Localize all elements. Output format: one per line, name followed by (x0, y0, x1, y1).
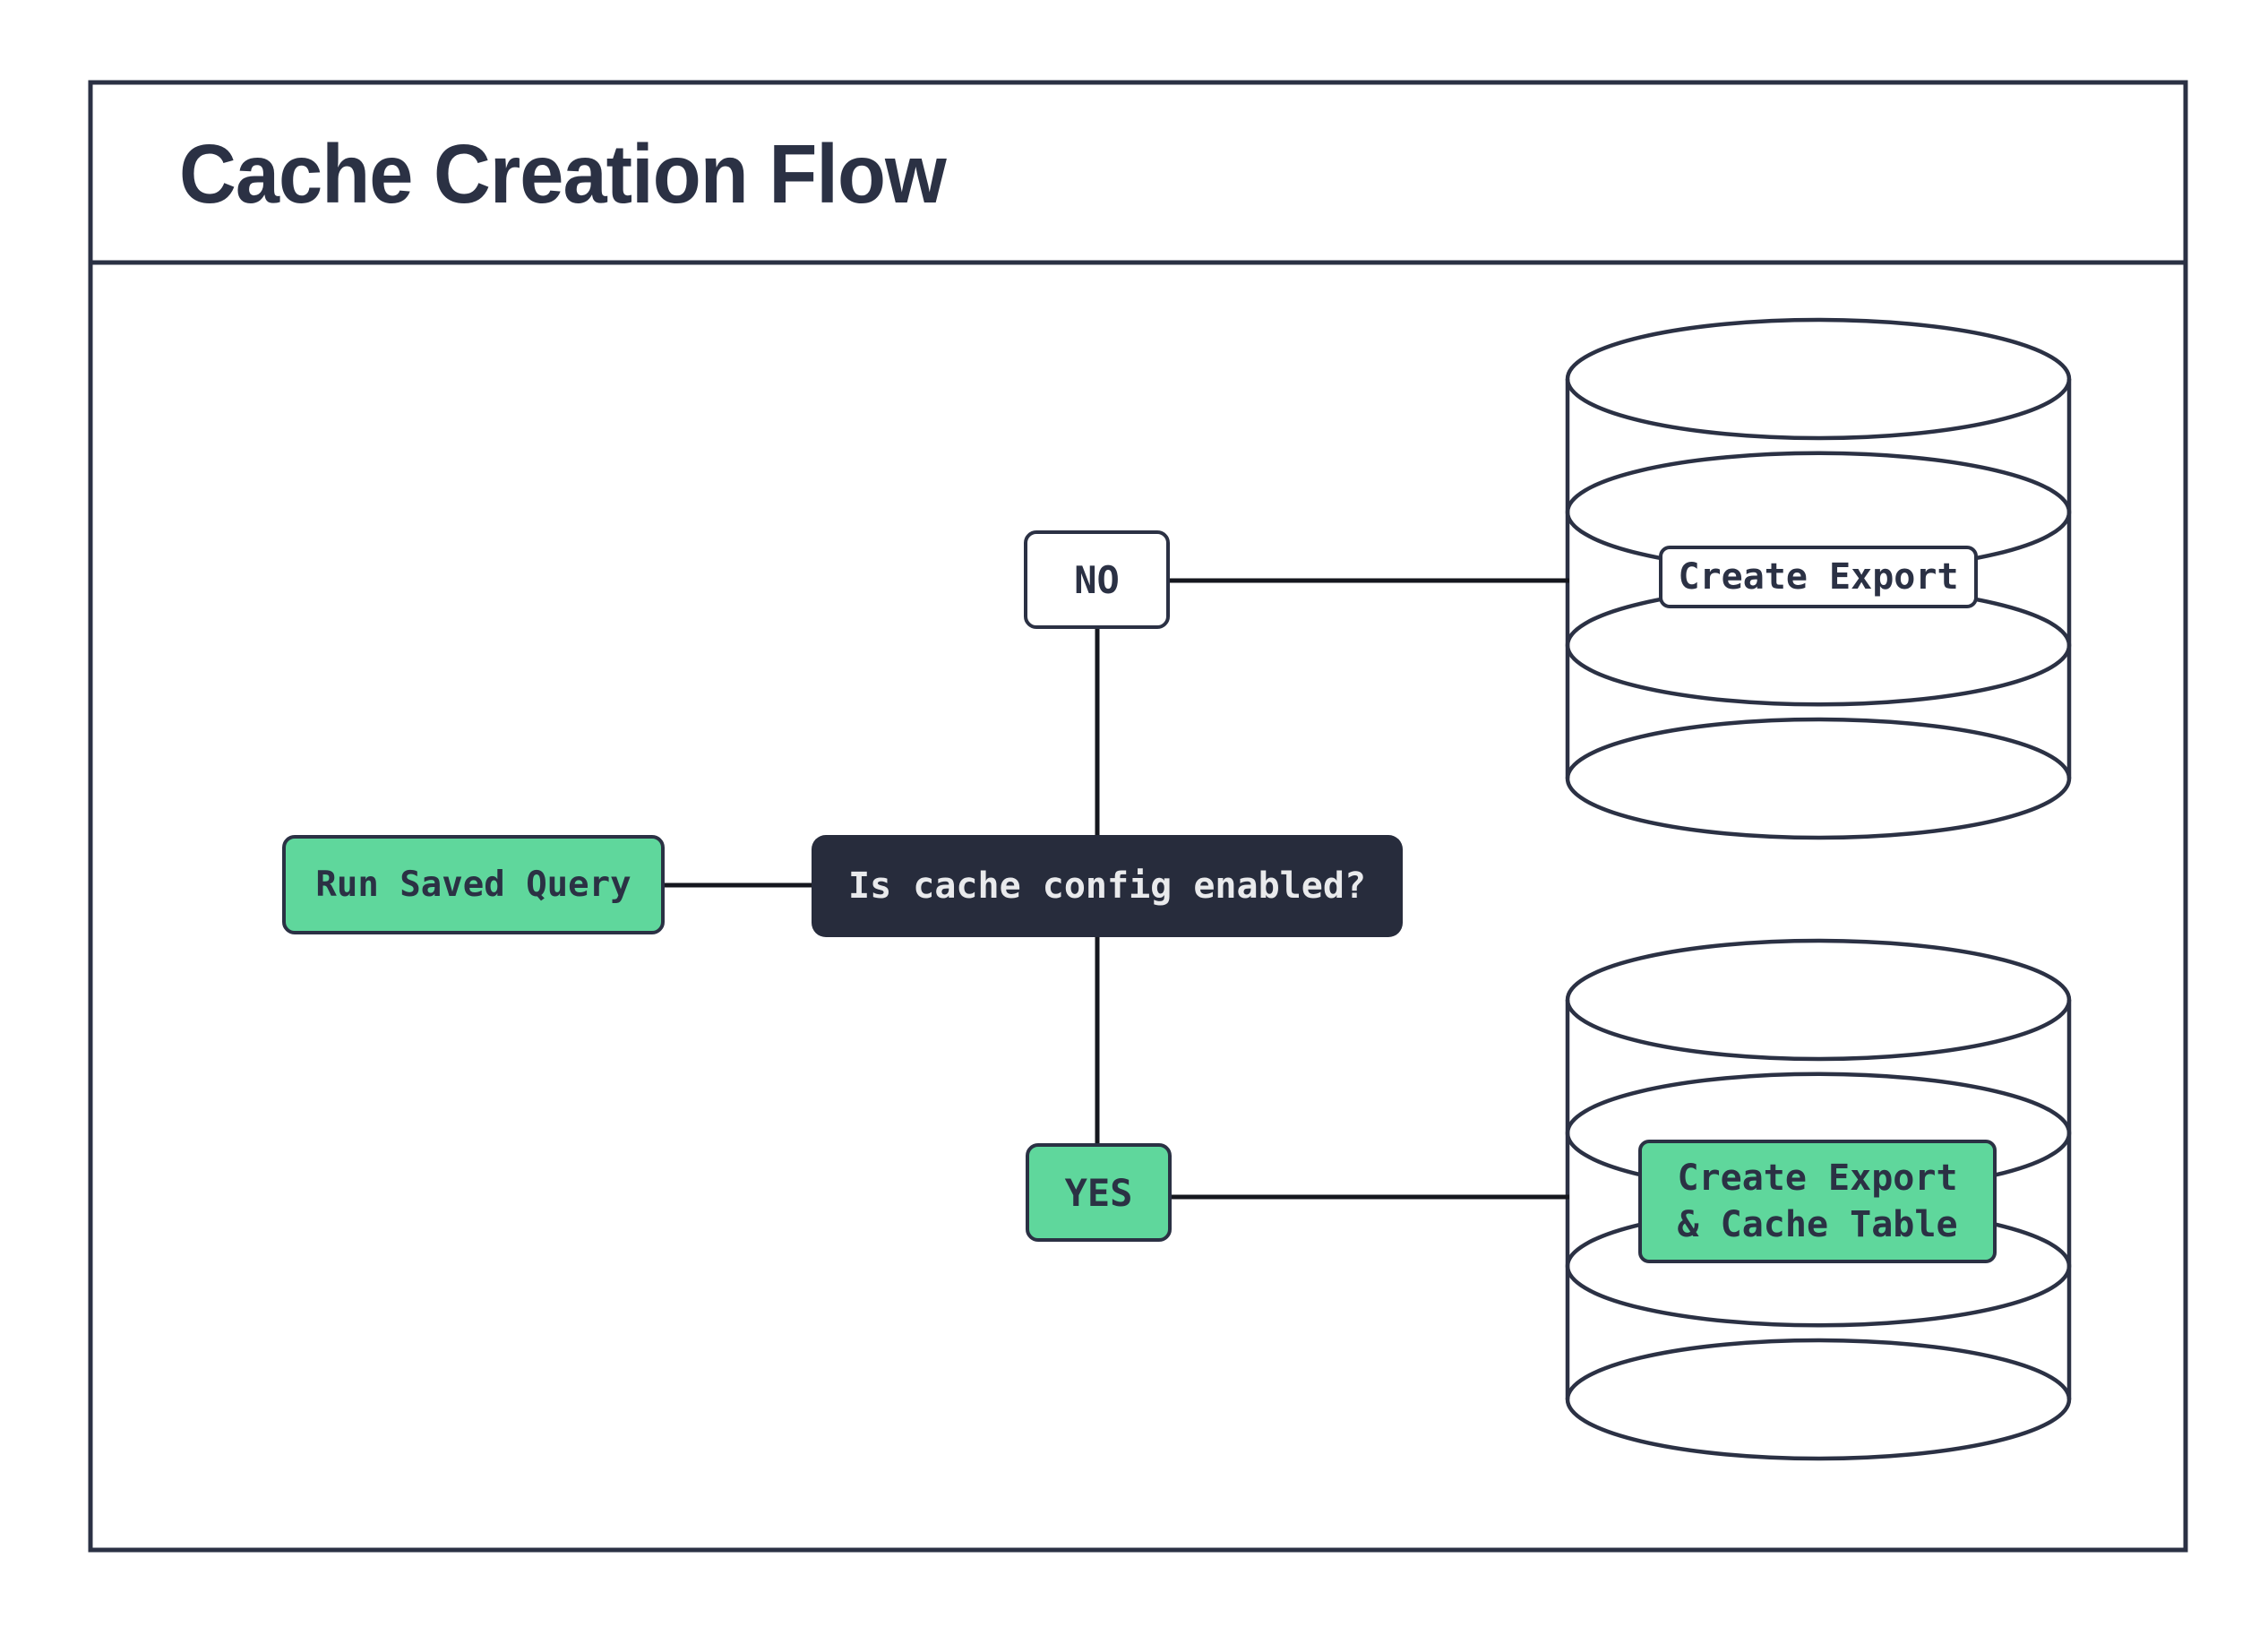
database-disk-ellipse (1565, 938, 2072, 1062)
database-disk-ellipse (1565, 717, 2072, 840)
decision-node-cache-config: Is cache config enabled? (812, 835, 1403, 937)
export-db-label-text: Create Export (1678, 556, 1959, 598)
start-node-run-saved-query: Run Saved Query (282, 835, 665, 934)
branch-node-no: NO (1024, 530, 1170, 629)
branch-yes-label: YES (1064, 1170, 1133, 1215)
database-disk-ellipse (1565, 1338, 2072, 1461)
branch-node-yes: YES (1026, 1143, 1172, 1242)
page-title: Cache Creation Flow (179, 127, 947, 220)
branch-no-label: NO (1074, 557, 1120, 602)
export-db-label: Create Export (1659, 546, 1978, 608)
cache-db-label-text: Create Export & Cache Table (1677, 1158, 1958, 1245)
start-node-label: Run Saved Query (315, 865, 631, 905)
cache-db-label: Create Export & Cache Table (1638, 1140, 1997, 1263)
outer-frame (88, 80, 2188, 1553)
database-disk-ellipse (1565, 317, 2072, 441)
decision-node-label: Is cache config enabled? (848, 865, 1366, 907)
